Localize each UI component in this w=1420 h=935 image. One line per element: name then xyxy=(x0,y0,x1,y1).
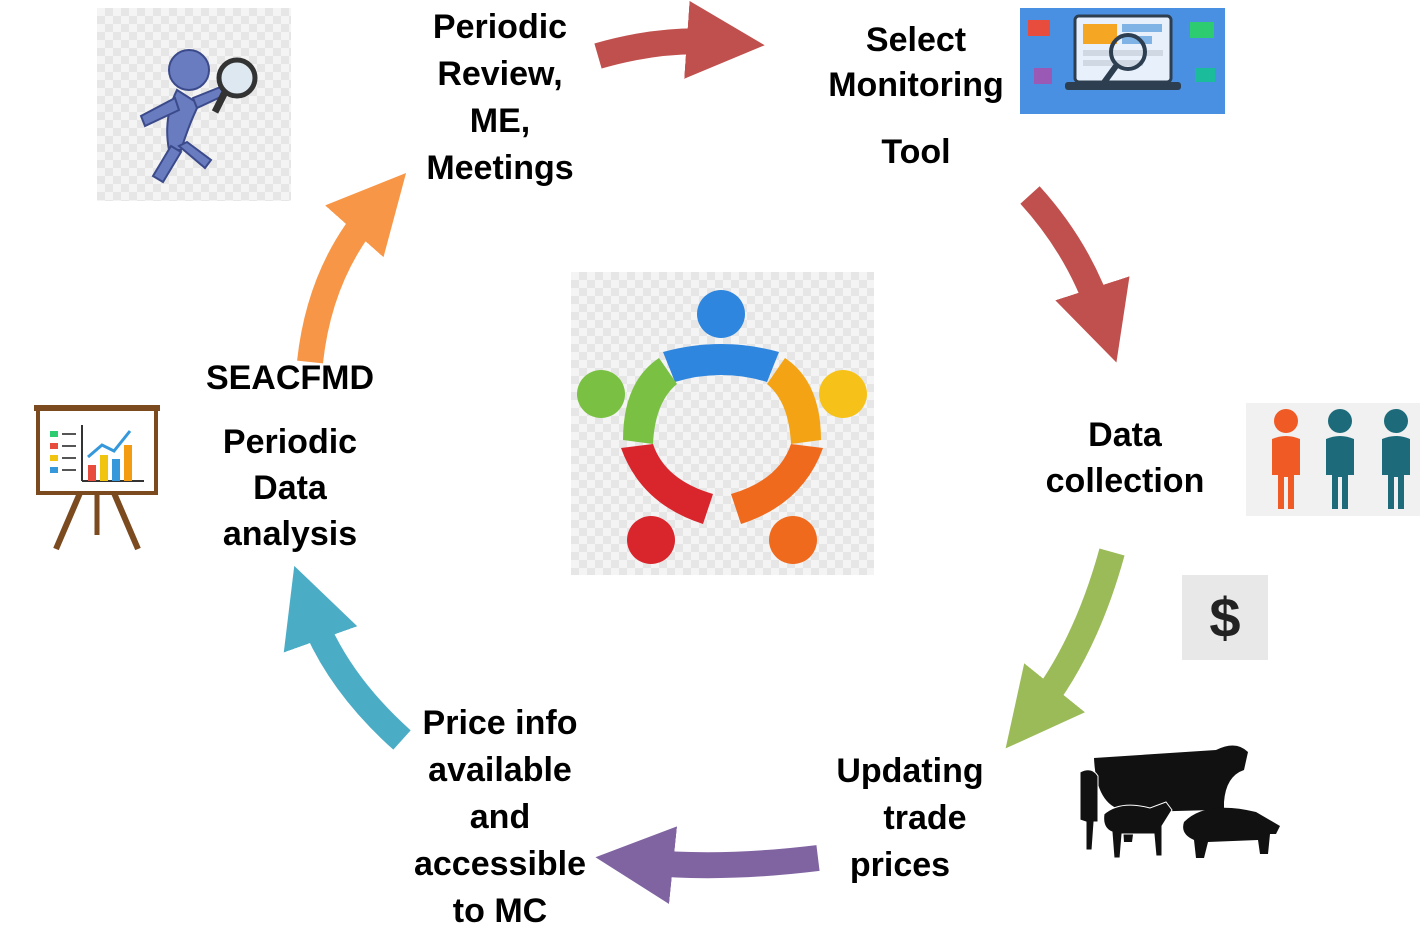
monitoring-dashboard-icon xyxy=(1020,8,1225,114)
label-line: Monitoring xyxy=(828,66,1004,104)
label-line: available xyxy=(428,751,572,789)
arrow-collection-to-updating xyxy=(1005,548,1125,749)
magnifier-person-icon xyxy=(97,8,291,201)
label-line: Select xyxy=(865,21,967,59)
teamwork-circle-icon xyxy=(571,272,874,575)
label-line: analysis xyxy=(222,515,358,553)
label-price-info: Price info available and accessible to M… xyxy=(400,700,600,935)
arrow-analysis-to-review xyxy=(297,172,407,364)
label-line: accessible xyxy=(413,845,587,883)
label-periodic-review: Periodic Review, ME, Meetings xyxy=(400,4,600,192)
label-line: to MC xyxy=(452,892,548,930)
label-line: trade xyxy=(883,799,967,837)
label-line: prices xyxy=(849,846,951,884)
label-line: Periodic xyxy=(432,8,568,46)
label-line: Tool xyxy=(881,133,951,171)
label-select-monitoring-tool: Select Monitoring Tool xyxy=(812,18,1020,175)
label-line: and xyxy=(469,798,531,836)
label-line: Review, xyxy=(437,55,563,93)
label-data-collection: Data collection xyxy=(1030,412,1220,504)
livestock-icon xyxy=(1076,730,1288,865)
chart-easel-icon xyxy=(0,385,190,565)
label-line: Price info xyxy=(422,704,578,742)
arrow-select-to-collection xyxy=(1020,186,1130,363)
label-data-analysis: SEACFMD Periodic Data analysis xyxy=(190,355,390,557)
label-updating-trade-prices: Updating trade prices xyxy=(810,748,1010,889)
label-line: ME, xyxy=(469,102,531,140)
dollar-symbol: $ xyxy=(1209,586,1241,649)
people-icon xyxy=(1246,403,1420,516)
arrow-updating-to-priceinfo xyxy=(595,826,820,904)
label-line: Data xyxy=(1088,416,1162,454)
label-line: SEACFMD xyxy=(205,359,375,397)
label-line: Data xyxy=(253,469,327,507)
arrow-review-to-select xyxy=(594,0,765,79)
dollar-icon: $ xyxy=(1182,575,1268,660)
label-line: Updating xyxy=(836,752,984,790)
label-line: collection xyxy=(1045,462,1205,500)
label-line: Periodic xyxy=(222,423,358,461)
arrow-priceinfo-to-analysis xyxy=(283,565,411,750)
label-line: Meetings xyxy=(426,149,574,187)
